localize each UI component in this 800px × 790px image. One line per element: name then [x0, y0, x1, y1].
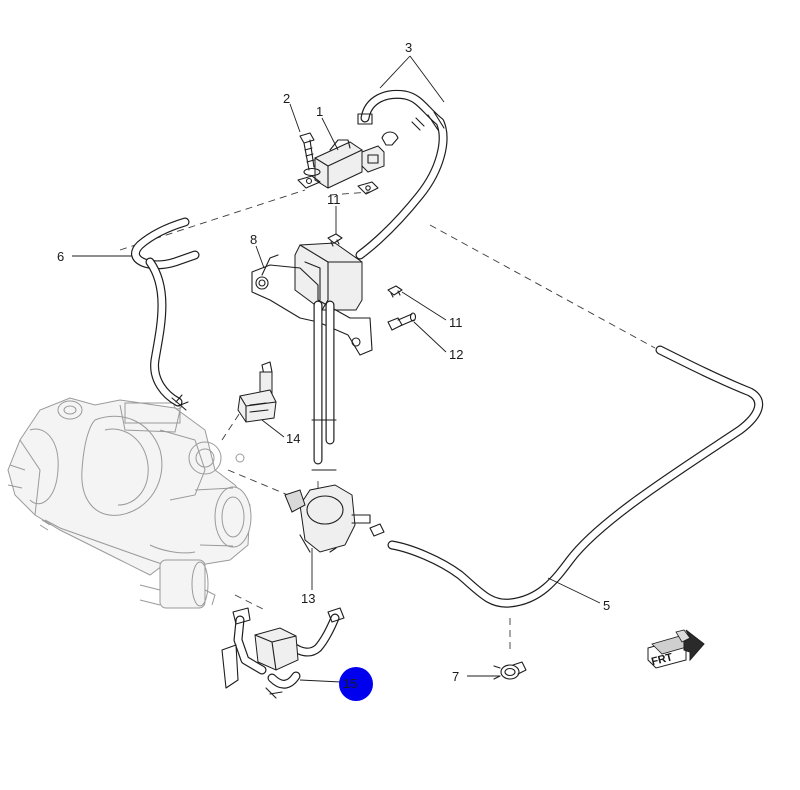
- highlight-marker-15[interactable]: 15: [339, 667, 373, 701]
- callout-15: 15: [343, 676, 357, 691]
- callout-1: 1: [316, 104, 323, 119]
- callout-3: 3: [405, 40, 412, 55]
- hose-6: [131, 217, 200, 411]
- callout-2: 2: [283, 91, 290, 106]
- callout-13: 13: [301, 591, 315, 606]
- callout-12: 12: [449, 347, 463, 362]
- canister-bracket-8: [251, 242, 373, 471]
- regulator-14: [237, 361, 277, 423]
- solenoid-valve-1: [297, 139, 385, 195]
- bolt-12: [387, 312, 417, 331]
- callout-6: 6: [57, 249, 64, 264]
- front-direction-badge: FRT: [647, 629, 705, 669]
- hose-3: [355, 89, 448, 260]
- arrow-front-icon: [647, 629, 705, 669]
- callout-11-upper: 11: [327, 192, 341, 207]
- callout-labels: 1 2 3 6 8 11 11 12 14 13 5 7: [57, 40, 610, 684]
- hose-5: [387, 345, 764, 608]
- front-direction-label: FRT: [650, 651, 674, 668]
- callout-5: 5: [603, 598, 610, 613]
- pump-13: [284, 484, 385, 553]
- bolt-11-lower: [387, 285, 403, 298]
- callout-14: 14: [286, 431, 300, 446]
- callout-11-lower: 11: [449, 315, 463, 330]
- highlight-circle[interactable]: [339, 667, 373, 701]
- bolt-2: [299, 132, 321, 177]
- clamp-7: [493, 661, 527, 680]
- valve-assembly-15: [221, 607, 345, 699]
- bolt-11-upper: [327, 233, 343, 247]
- callout-7: 7: [452, 669, 459, 684]
- leader-lines: [72, 55, 601, 683]
- callout-8: 8: [250, 232, 257, 247]
- turbocharger-ghost: [7, 397, 252, 609]
